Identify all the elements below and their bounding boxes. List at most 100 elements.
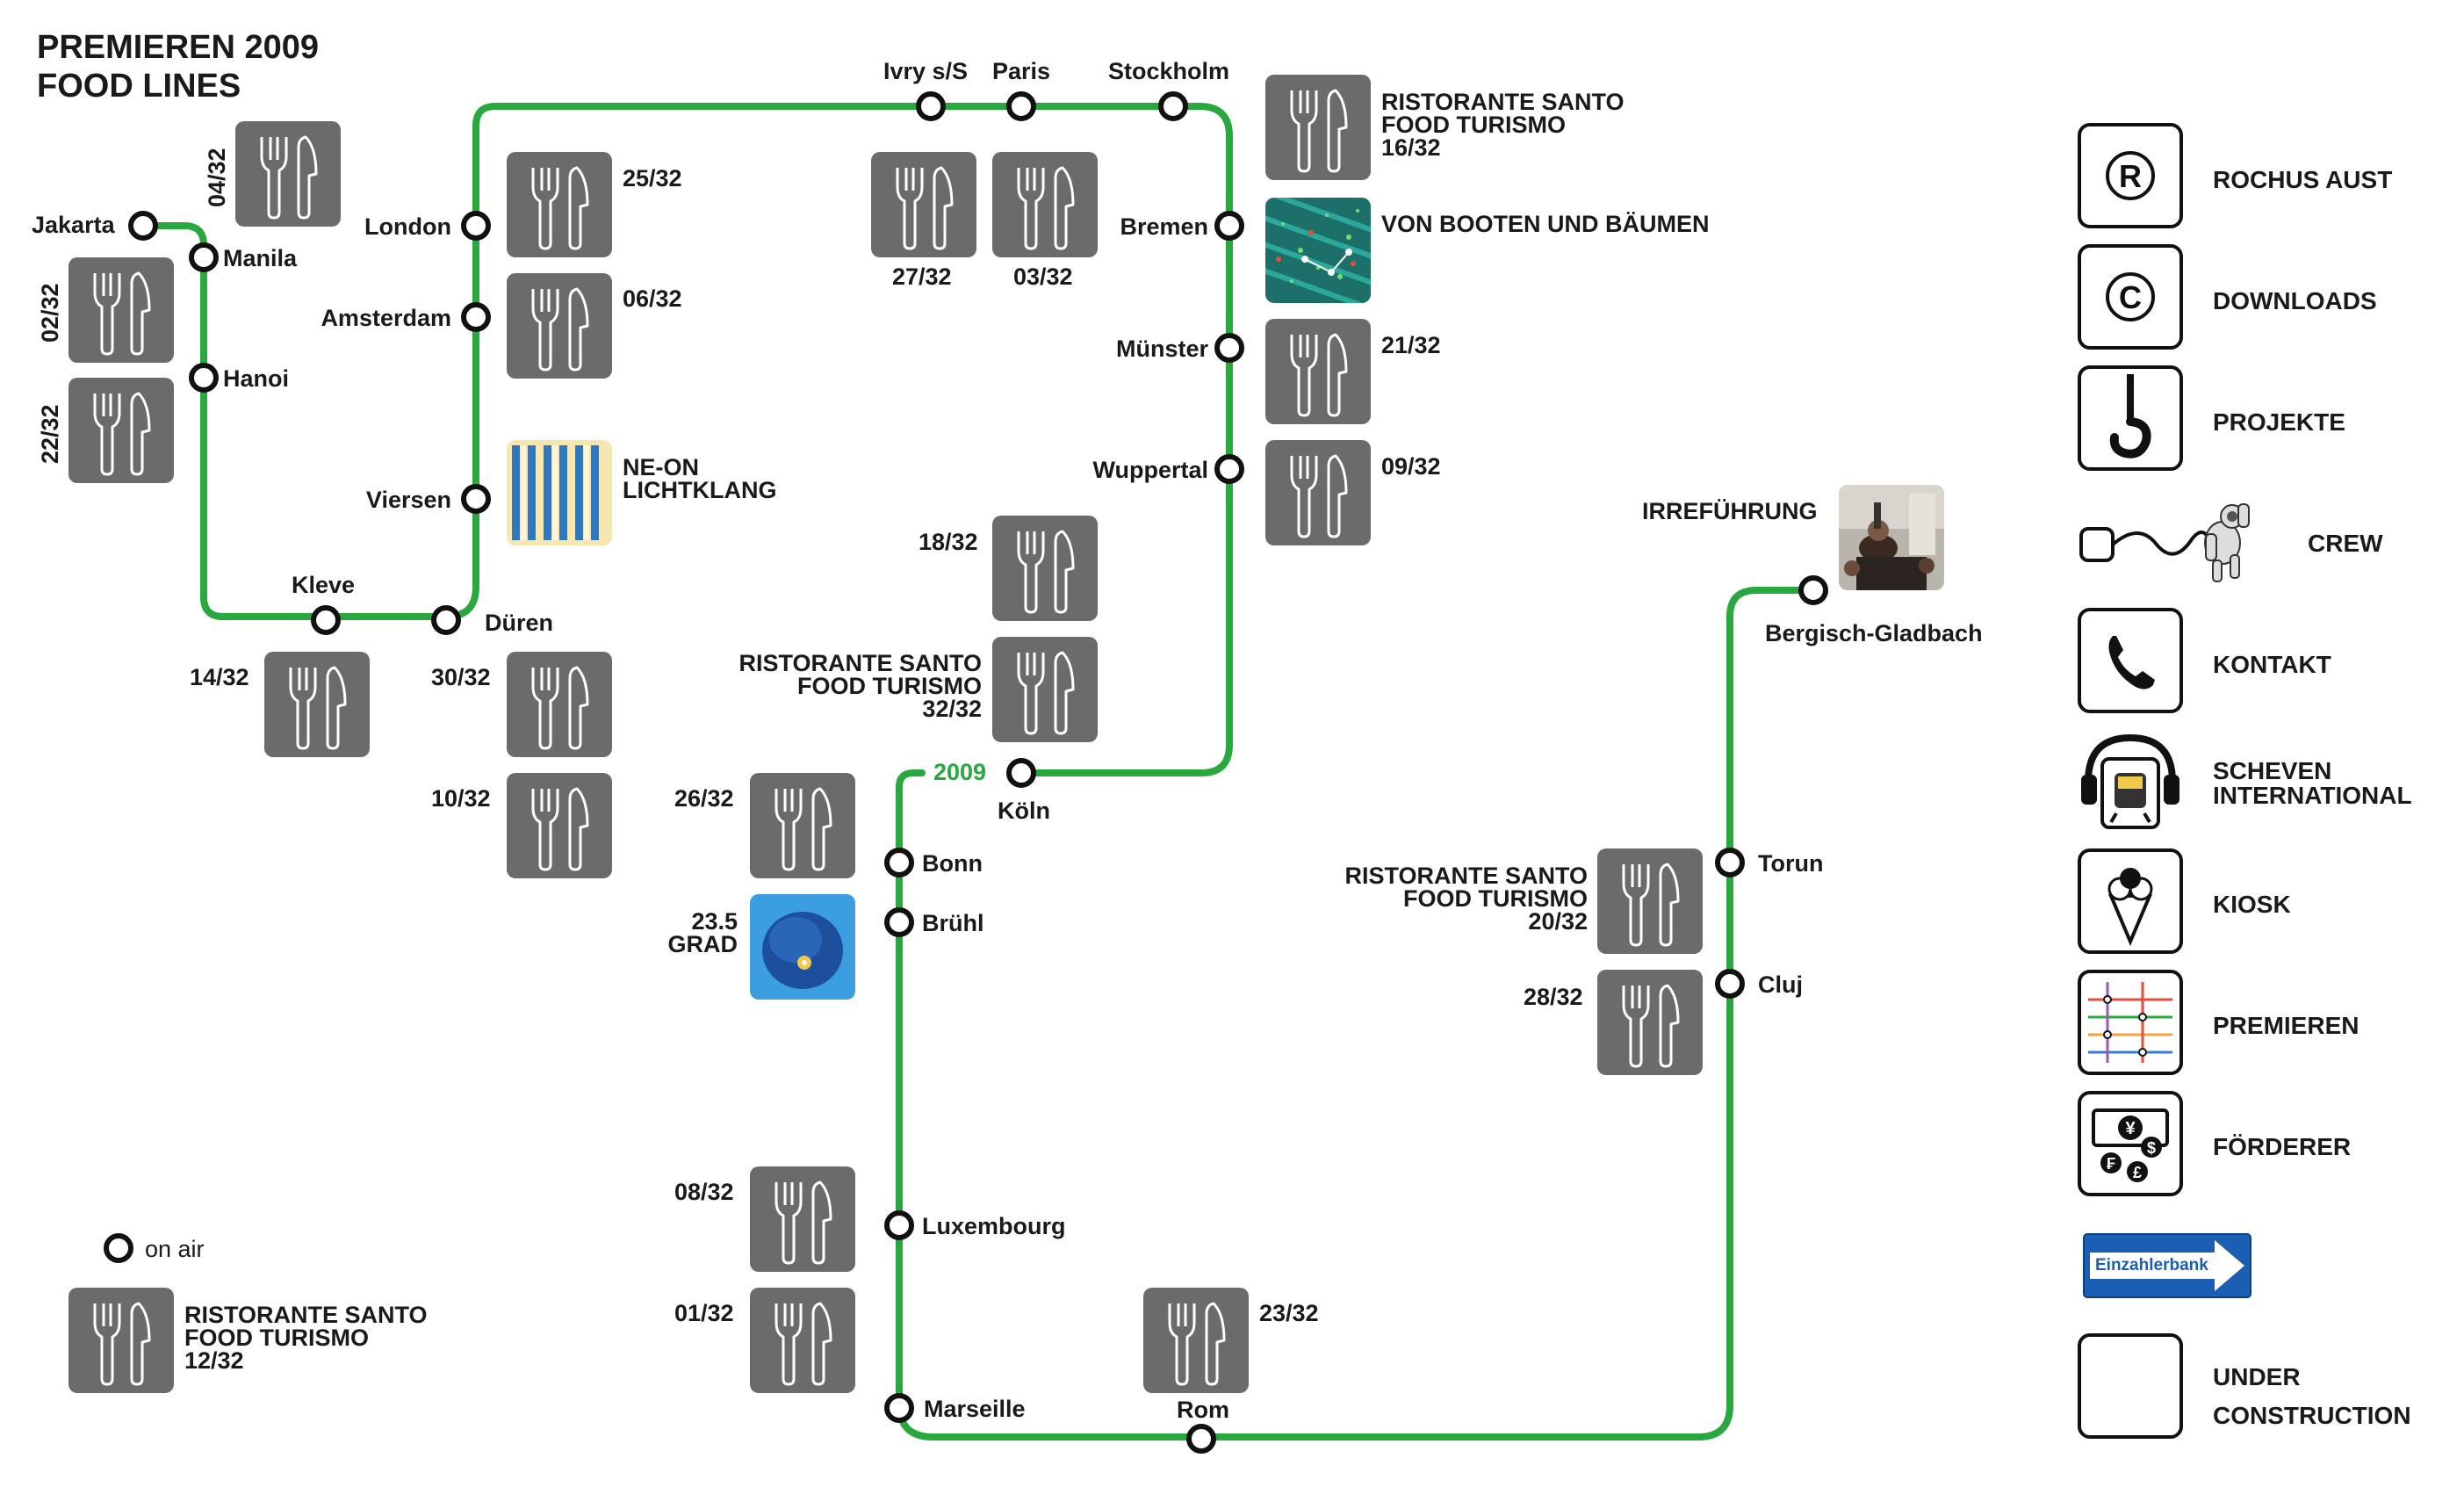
food-tile-01[interactable]	[750, 1288, 855, 1393]
food-tile-16[interactable]	[1265, 75, 1371, 180]
label-ne-on-lichtklang[interactable]: NE-ON LICHTKLANG	[623, 456, 776, 502]
food-tile-32[interactable]	[992, 637, 1098, 742]
station-koeln[interactable]	[1006, 758, 1036, 788]
menu-kontakt[interactable]	[2078, 608, 2183, 713]
station-cluj[interactable]	[1715, 969, 1745, 999]
menu-label-crew[interactable]: CREW	[2308, 530, 2383, 557]
station-label-bonn[interactable]: Bonn	[922, 850, 983, 877]
station-label-ivry[interactable]: Ivry s/S	[883, 58, 969, 84]
food-tile-27[interactable]	[871, 152, 976, 257]
food-tile-20[interactable]	[1597, 848, 1703, 954]
station-bonn[interactable]	[884, 848, 914, 877]
food-tile-06[interactable]	[507, 273, 612, 379]
station-torun[interactable]	[1715, 848, 1745, 877]
label-irrefuehrung[interactable]: IRREFÜHRUNG	[1642, 498, 1818, 524]
station-rom[interactable]	[1186, 1424, 1216, 1454]
food-tile-18[interactable]	[992, 516, 1098, 621]
image-ne-on-lichtklang[interactable]	[507, 440, 612, 545]
station-label-jakarta[interactable]: Jakarta	[32, 212, 115, 238]
station-london[interactable]	[461, 211, 491, 241]
station-label-wuppertal[interactable]: Wuppertal	[1092, 457, 1208, 483]
station-label-dueren[interactable]: Düren	[485, 610, 554, 636]
food-tile-28[interactable]	[1597, 970, 1703, 1075]
station-label-bruehl[interactable]: Brühl	[922, 910, 984, 936]
station-label-hanoi[interactable]: Hanoi	[223, 365, 290, 392]
station-label-koeln[interactable]: Köln	[998, 798, 1050, 824]
menu-label-downloads[interactable]: DOWNLOADS	[2213, 287, 2377, 314]
food-tile-22[interactable]	[68, 378, 174, 483]
station-stockholm[interactable]	[1158, 91, 1188, 121]
menu-under-construction[interactable]	[2078, 1333, 2183, 1439]
menu-crew[interactable]	[2078, 487, 2315, 585]
food-tile-14[interactable]	[264, 652, 370, 757]
station-label-luxembourg[interactable]: Luxembourg	[922, 1213, 1066, 1239]
image-irrefuehrung[interactable]	[1839, 485, 1944, 590]
station-viersen[interactable]	[461, 484, 491, 514]
food-tile-23[interactable]	[1143, 1288, 1249, 1393]
menu-label-under-construction[interactable]: UNDER CONSTRUCTION	[2213, 1358, 2411, 1435]
food-tile-08[interactable]	[750, 1166, 855, 1272]
food-tile-03[interactable]	[992, 152, 1098, 257]
food-tile-21[interactable]	[1265, 319, 1371, 424]
station-luxembourg[interactable]	[884, 1210, 914, 1240]
station-ivry[interactable]	[916, 91, 946, 121]
station-label-manila[interactable]: Manila	[223, 245, 298, 271]
station-label-kleve[interactable]: Kleve	[292, 572, 356, 598]
menu-label-rochus-aust[interactable]: ROCHUS AUST	[2213, 166, 2393, 193]
food-tile-30[interactable]	[507, 652, 612, 757]
station-hanoi[interactable]	[189, 363, 219, 393]
station-muenster[interactable]	[1214, 333, 1244, 363]
menu-projekte[interactable]	[2078, 365, 2183, 471]
station-label-bergisch-gladbach[interactable]: Bergisch-Gladbach	[1765, 620, 1983, 646]
station-label-viersen[interactable]: Viersen	[365, 487, 451, 513]
station-label-london[interactable]: London	[364, 213, 451, 240]
station-label-amsterdam[interactable]: Amsterdam	[321, 305, 451, 331]
label-grad-line2: GRAD	[667, 931, 738, 957]
station-marseille[interactable]	[884, 1393, 914, 1423]
astronaut-icon	[2079, 503, 2250, 582]
menu-label-kiosk[interactable]: KIOSK	[2213, 891, 2291, 918]
menu-label-projekte[interactable]: PROJEKTE	[2213, 408, 2345, 436]
station-label-rom[interactable]: Rom	[1177, 1397, 1229, 1423]
menu-rochus-aust[interactable]: R	[2078, 123, 2183, 228]
station-paris[interactable]	[1006, 91, 1036, 121]
station-label-bremen[interactable]: Bremen	[1120, 213, 1208, 240]
menu-label-scheven-international[interactable]: SCHEVEN INTERNATIONAL	[2213, 759, 2412, 808]
image-23-5-grad[interactable]	[750, 894, 855, 1000]
food-tile-10[interactable]	[507, 773, 612, 878]
station-bergisch-gladbach[interactable]	[1798, 575, 1828, 605]
legend-food-tile-12[interactable]	[68, 1288, 174, 1393]
station-label-cluj[interactable]: Cluj	[1758, 971, 1803, 998]
menu-kiosk[interactable]	[2078, 848, 2183, 954]
station-wuppertal[interactable]	[1214, 454, 1244, 484]
image-booten-baeumen[interactable]	[1265, 198, 1371, 303]
food-tile-25[interactable]	[507, 152, 612, 257]
menu-downloads[interactable]: C	[2078, 244, 2183, 350]
label-booten-baeumen[interactable]: VON BOOTEN UND BÄUMEN	[1381, 211, 1710, 237]
station-bremen[interactable]	[1214, 211, 1244, 241]
station-jakarta[interactable]	[128, 211, 158, 241]
food-tile-04[interactable]	[235, 121, 341, 227]
menu-scheven-international[interactable]	[2078, 729, 2183, 834]
menu-premieren[interactable]	[2078, 970, 2183, 1075]
station-amsterdam[interactable]	[461, 302, 491, 332]
menu-label-premieren[interactable]: PREMIEREN	[2213, 1012, 2360, 1039]
station-label-marseille[interactable]: Marseille	[924, 1396, 1026, 1422]
menu-foerderer[interactable]: ¥ $ ₣ £	[2078, 1091, 2183, 1196]
station-kleve[interactable]	[311, 605, 341, 635]
food-tile-09[interactable]	[1265, 440, 1371, 545]
station-label-paris[interactable]: Paris	[992, 58, 1051, 84]
label-23-5-grad[interactable]: 23.5 GRAD	[650, 910, 738, 957]
food-tile-26[interactable]	[750, 773, 855, 878]
label-santo-32-line1: RISTORANTE SANTO	[738, 650, 982, 676]
station-manila[interactable]	[189, 242, 219, 272]
food-tile-02[interactable]	[68, 257, 174, 363]
station-dueren[interactable]	[431, 605, 461, 635]
menu-label-kontakt[interactable]: KONTAKT	[2213, 651, 2331, 678]
menu-label-foerderer[interactable]: FÖRDERER	[2213, 1133, 2352, 1160]
menu-einzahlerbank[interactable]: Einzahlerbank	[2083, 1233, 2251, 1298]
station-bruehl[interactable]	[884, 907, 914, 937]
station-label-muenster[interactable]: Münster	[1115, 336, 1208, 362]
station-label-torun[interactable]: Torun	[1758, 850, 1824, 877]
station-label-stockholm[interactable]: Stockholm	[1108, 58, 1230, 84]
